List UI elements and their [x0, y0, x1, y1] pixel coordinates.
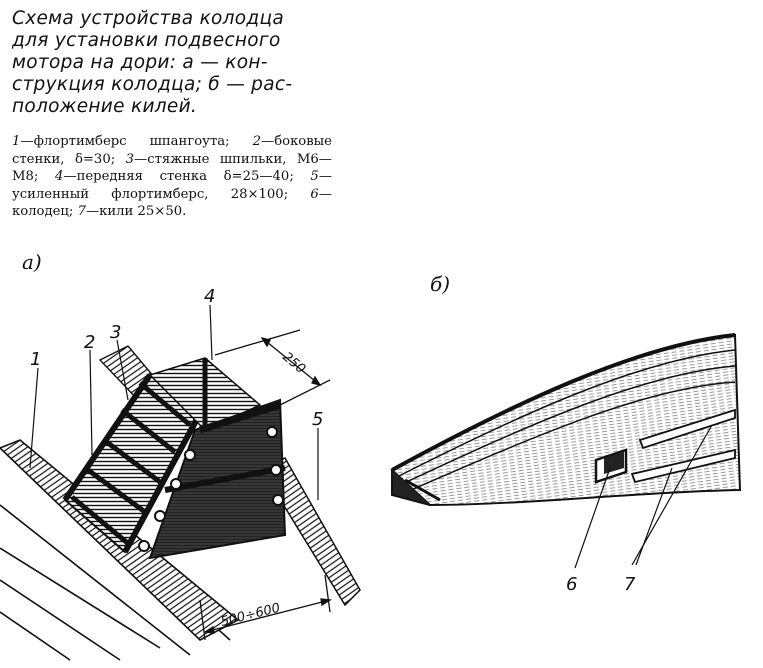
- hull-gunwale: [391, 333, 736, 472]
- dim-width-label: 250: [279, 350, 308, 377]
- hull-bow: [390, 333, 742, 507]
- callout-leaders-a: [29, 304, 319, 500]
- caption-line: мотора на дори: а — кон-: [12, 52, 268, 73]
- dim-length-label: 500÷600: [219, 601, 281, 630]
- legend-number: 6: [310, 186, 319, 202]
- legend-number: 7: [77, 204, 86, 219]
- callout-4: 4: [204, 286, 215, 307]
- legend-item: —передняя стенка δ=25—40;: [63, 169, 294, 184]
- dimension-500-600: [199, 574, 332, 641]
- figure-a-drawing: 250 500÷600 1 2 3 4 5: [0, 286, 361, 661]
- figure-caption: Схема устройства колодца для установки п…: [12, 8, 330, 118]
- callout-5: 5: [312, 409, 323, 430]
- dimension-250: [214, 329, 331, 411]
- caption-line: для установки подвесного: [12, 30, 281, 51]
- caption-line: струкция колодца; б — рас-: [12, 74, 293, 95]
- tie-rods-3: [138, 426, 284, 552]
- legend-item: —усиленный флортимберс, 28×100;: [12, 169, 332, 202]
- keel-upper: [638, 408, 736, 450]
- legend-number: 4: [54, 169, 64, 184]
- side-wall-slats: [70, 381, 192, 547]
- callout-2: 2: [84, 332, 95, 353]
- legend-number: 5: [310, 169, 319, 184]
- figure-b-drawing: 6 7: [390, 333, 742, 595]
- figure-b-label: б): [430, 272, 451, 296]
- legend-item: —боковые стенки, δ=30;: [12, 134, 332, 167]
- callout-1: 1: [30, 349, 41, 370]
- callout-3: 3: [110, 322, 121, 343]
- legend-item: —колодец;: [12, 186, 332, 220]
- legend-text: 1—флортимберс шпангоута; 2—боковые стенк…: [12, 133, 332, 221]
- legend-item: —стяжные шпильки, М6—М8;: [12, 151, 332, 185]
- caption-line: положение килей.: [12, 96, 198, 117]
- keel-lower: [630, 448, 736, 484]
- callout-leaders-b: [574, 424, 713, 569]
- legend-number: 2: [252, 134, 261, 149]
- callout-6: 6: [566, 574, 577, 595]
- caption-line: Схема устройства колодца: [12, 8, 285, 29]
- parts-legend: 1—флортимберс шпангоута; 2—боковые стенк…: [12, 133, 332, 221]
- side-wall-edge: [62, 373, 153, 502]
- figure-a-label: а): [22, 250, 42, 274]
- legend-item: —кили 25×50.: [85, 204, 187, 219]
- legend-number: 1: [12, 134, 21, 149]
- legend-number: 3: [125, 151, 134, 167]
- callout-7: 7: [624, 574, 636, 595]
- legend-item: —флортимберс шпангоута;: [20, 134, 230, 149]
